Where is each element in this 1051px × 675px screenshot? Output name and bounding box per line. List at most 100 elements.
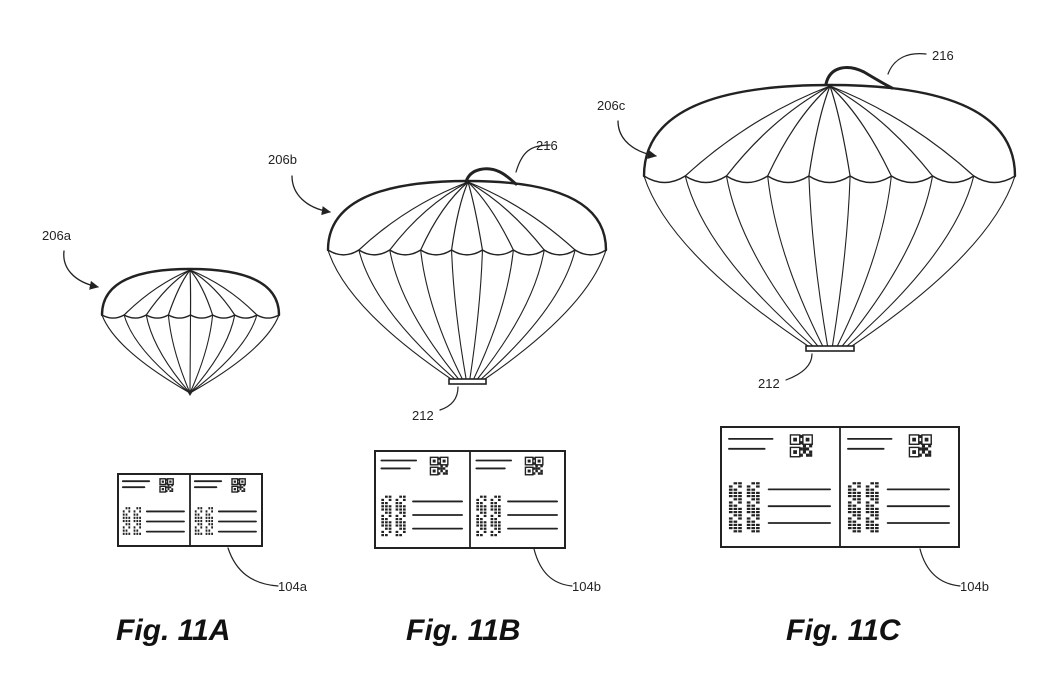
qr-module (532, 457, 536, 460)
gore-seam (767, 85, 831, 177)
qr-module (445, 469, 448, 473)
stacked-code-cell (388, 505, 392, 508)
stacked-code-cell (751, 488, 756, 491)
leader-line-212-c (785, 353, 813, 381)
suspension-line (389, 249, 460, 380)
stacked-code-cell (211, 532, 213, 535)
stacked-code-cell (756, 485, 760, 488)
stacked-code-cell (122, 510, 125, 513)
gore-seam (189, 269, 192, 316)
qr-module (809, 450, 813, 454)
stacked-code-cell (399, 521, 402, 524)
suspension-line (767, 175, 824, 347)
stacked-code-cell (852, 507, 857, 510)
qr-module (802, 444, 806, 448)
payload-212-b (448, 378, 487, 385)
canopy-skirt (643, 175, 1016, 184)
stacked-code-cell (494, 495, 497, 498)
gore-seam (829, 85, 851, 177)
gore-seam (123, 269, 191, 316)
qr-module (437, 462, 441, 465)
stacked-code-cell (733, 530, 738, 533)
stacked-code-cell (385, 505, 388, 508)
suspension-line (473, 249, 514, 380)
stacked-code-cell (476, 498, 480, 502)
gore-seam (829, 85, 934, 177)
stacked-code-cell (733, 491, 738, 494)
stacked-code-cell (200, 507, 203, 510)
stacked-code-cell (402, 508, 406, 511)
stacked-code-cell (865, 495, 870, 498)
canopy-outline (100, 267, 281, 317)
suspension-line (851, 175, 1016, 347)
stacked-code-cell (746, 491, 751, 494)
stacked-code-cell (381, 505, 385, 508)
stacked-code-cell (133, 510, 136, 513)
stacked-code-cell (200, 519, 203, 523)
qr-finder-core (233, 488, 236, 491)
stacked-code-cell (751, 530, 756, 533)
stacked-code-cell (733, 523, 738, 526)
stacked-code-cell (756, 495, 760, 498)
stacked-code-cell (205, 529, 208, 532)
stacked-code-cell (497, 527, 501, 530)
suspension-line (836, 175, 892, 347)
canopy-outline (642, 83, 1017, 178)
stacked-code-cell (733, 488, 738, 491)
leader-line-104a (227, 547, 279, 587)
figure-11a: 206a 104a Fig. 11A (42, 228, 308, 647)
stacked-code-cell (756, 517, 760, 520)
stacked-code-cell (875, 485, 879, 488)
stacked-code-cell (381, 498, 385, 502)
suspension-line (831, 175, 851, 347)
qr-module (925, 447, 929, 451)
stacked-code-cell (128, 516, 131, 519)
stacked-code-cell (385, 521, 388, 524)
suspension-line (167, 314, 191, 394)
stacked-code-cell (197, 513, 200, 516)
stacked-code-cell (388, 514, 392, 518)
qr-module (239, 484, 242, 487)
qr-module (802, 450, 806, 454)
stacked-code-cell (490, 530, 494, 534)
stacked-code-cell (751, 511, 756, 514)
card-104a (117, 473, 263, 547)
gore-seam (467, 181, 514, 251)
gore-seam (189, 269, 258, 316)
stacked-code-cell (728, 495, 733, 498)
stacked-code-cell (480, 505, 483, 508)
stacked-code-cell (728, 527, 733, 530)
stacked-code-cell (847, 527, 852, 530)
suspension-line (451, 249, 467, 380)
gore-seam (450, 181, 469, 251)
parachute-206c (642, 83, 1017, 347)
figure-caption-11a: Fig. 11A (116, 614, 230, 647)
stacked-code-cell (125, 519, 128, 523)
stacked-code-cell (208, 532, 211, 535)
stacked-code-cell (197, 516, 200, 519)
gore-seam (684, 85, 831, 177)
stacked-code-cell (388, 524, 392, 527)
stacked-code-cell (476, 505, 480, 508)
stacked-code-cell (746, 485, 751, 488)
stacked-code-cell (395, 518, 399, 521)
stacked-code-cell (490, 505, 494, 508)
figure-caption-11c: Fig. 11C (786, 614, 902, 647)
stacked-code-cell (733, 498, 738, 501)
stacked-code-cell (756, 498, 760, 501)
stacked-code-cell (211, 526, 213, 529)
stacked-code-cell (402, 514, 406, 518)
parachute-206b (326, 179, 608, 380)
stacked-code-cell (483, 505, 487, 508)
stacked-code-cell (746, 495, 751, 498)
stacked-code-cell (847, 517, 852, 520)
stacked-code-cell (875, 517, 879, 520)
stacked-code-cell (733, 504, 738, 507)
stacked-code-cell (852, 488, 857, 491)
stacked-code-cell (746, 501, 751, 504)
stacked-code-cell (200, 510, 203, 513)
stacked-code-cell (852, 523, 857, 526)
stacked-code-cell (865, 520, 870, 523)
gore-seam (808, 85, 831, 177)
stacked-code-cell (194, 513, 197, 516)
